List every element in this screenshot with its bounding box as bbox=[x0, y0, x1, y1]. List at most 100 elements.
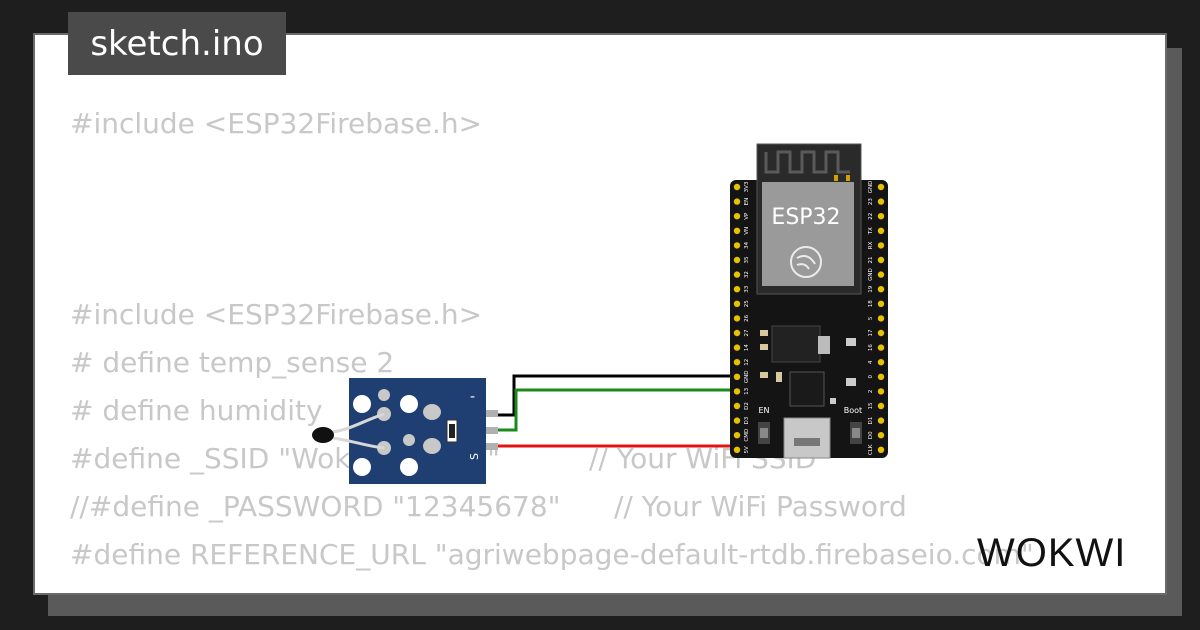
left-pin-5v[interactable] bbox=[733, 446, 741, 453]
esp32-label: ESP32 bbox=[771, 205, 840, 230]
right-pin-label: D0 bbox=[868, 431, 874, 439]
smd-component bbox=[846, 338, 856, 346]
right-pin-rx[interactable] bbox=[877, 242, 885, 249]
boot-label: Boot bbox=[844, 406, 862, 415]
right-pin-5[interactable] bbox=[877, 315, 885, 322]
thermistor-lead bbox=[331, 436, 385, 450]
right-pin-label: 0 bbox=[868, 375, 874, 379]
left-pin-3v3[interactable] bbox=[733, 183, 741, 191]
right-pin-16[interactable] bbox=[877, 344, 885, 351]
usb-uart-chip bbox=[789, 371, 825, 407]
right-pin-label: 21 bbox=[868, 257, 874, 264]
left-pin-vn[interactable] bbox=[733, 227, 741, 234]
left-pin-gnd[interactable] bbox=[733, 373, 741, 380]
code-preview-card: #include <ESP32Firebase.h> #include <ESP… bbox=[33, 33, 1167, 595]
left-pin-27[interactable] bbox=[733, 329, 741, 337]
left-pin-label: VN bbox=[744, 227, 750, 235]
left-pin-d3[interactable] bbox=[733, 417, 741, 424]
right-pin-0[interactable] bbox=[877, 373, 885, 380]
wires bbox=[496, 374, 738, 448]
resistor-body bbox=[449, 424, 455, 438]
left-pin-label: GND bbox=[744, 370, 750, 383]
right-pin-4[interactable] bbox=[877, 359, 885, 366]
left-pin-13[interactable] bbox=[733, 388, 741, 395]
right-pin-label: GND bbox=[868, 268, 874, 281]
antenna-pin bbox=[846, 175, 850, 181]
left-pin-33[interactable] bbox=[733, 286, 741, 293]
temperature-sensor-module[interactable]: - S bbox=[312, 378, 498, 484]
espressif-logo-icon bbox=[790, 246, 822, 278]
sensor-pin[interactable] bbox=[486, 427, 498, 434]
sensor-pin[interactable] bbox=[486, 443, 498, 450]
left-pin-34[interactable] bbox=[733, 242, 741, 249]
code-line: #include <ESP32Firebase.h> bbox=[70, 107, 483, 140]
sketch-filename-tab[interactable]: sketch.ino bbox=[68, 12, 286, 75]
right-pin-clk[interactable] bbox=[877, 446, 885, 453]
right-pin-21[interactable] bbox=[877, 256, 885, 264]
left-pin-label: 26 bbox=[744, 314, 750, 321]
right-pin-d1[interactable] bbox=[877, 417, 885, 424]
right-pin-2[interactable] bbox=[877, 388, 885, 395]
left-pin-14[interactable] bbox=[733, 344, 741, 351]
right-pin-label: RX bbox=[868, 241, 874, 249]
right-pin-label: 23 bbox=[868, 198, 874, 205]
regulator-tab bbox=[818, 336, 830, 354]
left-pin-label: D3 bbox=[744, 416, 750, 424]
left-pin-32[interactable] bbox=[733, 271, 741, 278]
left-pin-label: 13 bbox=[744, 387, 750, 394]
right-pin-label: 18 bbox=[868, 300, 874, 307]
left-pin-label: 27 bbox=[744, 329, 750, 336]
right-pin-label: 17 bbox=[868, 329, 874, 336]
left-pin-label: 34 bbox=[744, 241, 750, 248]
left-header-pins: 3V3ENVPVN343532332526271412GND13D2D3CMD5… bbox=[733, 181, 750, 453]
right-pin-gnd[interactable] bbox=[877, 183, 885, 191]
right-pin-d0[interactable] bbox=[877, 432, 885, 439]
left-pin-label: EN bbox=[744, 198, 750, 206]
en-button-cap[interactable] bbox=[760, 428, 768, 438]
voltage-regulator bbox=[771, 325, 821, 363]
mounting-hole bbox=[353, 395, 371, 413]
left-pin-label: 12 bbox=[744, 359, 750, 366]
right-pin-label: 16 bbox=[868, 344, 874, 351]
thermistor-lead bbox=[331, 412, 385, 434]
left-pin-label: VP bbox=[744, 212, 750, 220]
code-line: #include <ESP32Firebase.h> bbox=[70, 298, 483, 331]
boot-button-cap[interactable] bbox=[852, 428, 860, 438]
right-pin-15[interactable] bbox=[877, 402, 885, 410]
wire-green[interactable] bbox=[496, 388, 738, 432]
right-pin-tx[interactable] bbox=[877, 227, 885, 234]
left-pin-en[interactable] bbox=[733, 198, 741, 205]
espressif-logo-swirl bbox=[796, 255, 816, 270]
left-pin-26[interactable] bbox=[733, 315, 741, 322]
right-pin-label: TX bbox=[868, 227, 874, 235]
code-line: #define REFERENCE_URL "agriwebpage-defau… bbox=[70, 538, 1034, 571]
left-pin-d2[interactable] bbox=[733, 402, 741, 410]
right-pin-19[interactable] bbox=[877, 286, 885, 293]
wokwi-logo: WOKWI bbox=[977, 531, 1126, 575]
left-pin-label: CMD bbox=[744, 429, 750, 442]
left-pin-35[interactable] bbox=[733, 256, 741, 264]
left-pin-25[interactable] bbox=[733, 300, 741, 307]
right-pin-18[interactable] bbox=[877, 300, 885, 307]
sensor-pin[interactable] bbox=[486, 410, 498, 417]
right-pin-22[interactable] bbox=[877, 213, 885, 220]
left-pin-cmd[interactable] bbox=[733, 432, 741, 439]
left-pin-label: 35 bbox=[744, 256, 750, 263]
right-pin-23[interactable] bbox=[877, 198, 885, 205]
right-pin-label: 22 bbox=[868, 213, 874, 220]
left-pin-vp[interactable] bbox=[733, 213, 741, 220]
right-pin-label: GND bbox=[868, 181, 874, 194]
right-pin-label: 4 bbox=[868, 360, 874, 364]
mounting-hole bbox=[400, 395, 418, 413]
wokwi-logo-text: WOKWI bbox=[977, 531, 1126, 575]
right-pin-17[interactable] bbox=[877, 329, 885, 337]
smd-component bbox=[776, 372, 782, 382]
left-pin-12[interactable] bbox=[733, 359, 741, 366]
mounting-hole bbox=[400, 458, 418, 476]
right-pin-gnd[interactable] bbox=[877, 271, 885, 278]
wire-black[interactable] bbox=[496, 374, 738, 417]
esp32-board[interactable]: ESP32 3V3ENVPVN343532332526271412GND13D2… bbox=[730, 143, 888, 459]
solder-pad bbox=[378, 389, 390, 401]
sensor-minus-label: - bbox=[470, 389, 475, 405]
